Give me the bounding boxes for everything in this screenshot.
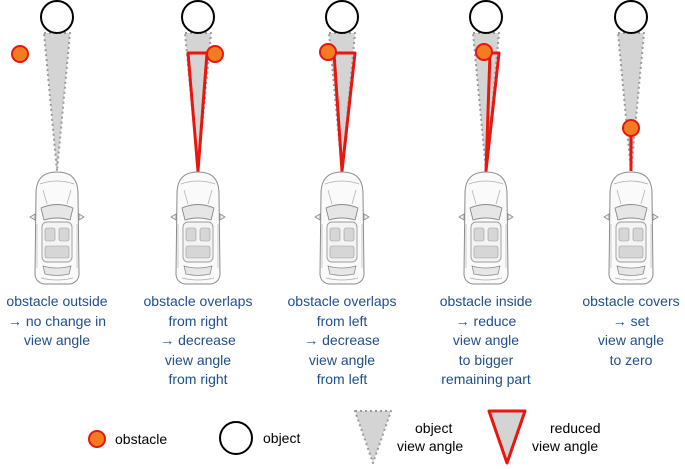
car — [170, 171, 226, 285]
legend-object-view-angle-label: object view angle — [397, 419, 463, 455]
legend-object-view-angle-icon — [354, 410, 392, 464]
caption-line: → decrease — [160, 332, 236, 348]
caption-line: view angle — [597, 332, 665, 348]
obstacle-marker — [319, 43, 337, 61]
legend-label-line: view angle — [532, 438, 599, 454]
caption-obstacle-overlaps-right: obstacle overlaps from right → decrease … — [128, 292, 268, 390]
legend — [88, 409, 527, 465]
scenario-outside — [11, 0, 85, 285]
reduced-view-angle — [332, 51, 357, 173]
caption-line: view angle — [452, 332, 520, 348]
scenario-inside — [458, 0, 514, 285]
legend-object-icon — [219, 421, 253, 455]
scenario-overlap-left — [314, 0, 370, 285]
caption-obstacle-outside: obstacle outside → no change in view ang… — [0, 292, 127, 351]
caption-line: from left — [316, 312, 368, 329]
obstacle-marker — [475, 43, 493, 61]
object-circle — [181, 0, 215, 34]
caption-line: → decrease — [304, 332, 380, 348]
caption-line: from right — [168, 371, 228, 387]
caption-line: obstacle outside — [6, 293, 108, 309]
caption-line: view angle — [308, 351, 376, 368]
car — [458, 171, 514, 285]
caption-line: → no change in — [7, 312, 107, 329]
object-view-angle — [617, 32, 645, 172]
legend-label-line: object — [415, 420, 453, 436]
obstacle-marker — [206, 45, 224, 63]
caption-line: obstacle overlaps — [143, 293, 253, 309]
caption-line: from left — [316, 371, 368, 387]
legend-object-label: object — [263, 430, 301, 446]
car — [314, 171, 370, 285]
scenario-covers — [603, 0, 659, 285]
caption-line: remaining part — [441, 371, 531, 387]
caption-line: to bigger — [458, 351, 514, 368]
object-circle — [469, 0, 503, 34]
caption-obstacle-covers: obstacle covers → set view angle to zero — [561, 292, 685, 370]
object-view-angle — [43, 32, 71, 172]
caption-line: view angle — [23, 332, 91, 348]
car — [29, 171, 85, 285]
caption-line: from right — [168, 312, 228, 329]
legend-label-line: view angle — [397, 438, 464, 454]
object-circle — [325, 0, 359, 34]
caption-line: obstacle inside — [439, 293, 533, 309]
object-circle — [40, 0, 74, 34]
caption-obstacle-inside: obstacle inside → reduce view angle to b… — [416, 292, 556, 390]
caption-obstacle-overlaps-left: obstacle overlaps from left → decrease v… — [272, 292, 412, 390]
caption-line: to zero — [609, 351, 653, 368]
legend-reduced-view-angle-label: reduced view angle — [532, 419, 601, 455]
caption-line: obstacle covers — [582, 293, 680, 309]
caption-line: → set — [612, 312, 650, 329]
scenario-overlap-right — [170, 0, 226, 285]
legend-reduced-view-angle-icon — [487, 409, 527, 465]
caption-line: view angle — [164, 351, 232, 368]
legend-label-line: reduced — [550, 420, 601, 436]
car — [603, 171, 659, 285]
reduced-view-angle — [484, 51, 501, 173]
legend-obstacle-label: obstacle — [115, 431, 168, 447]
caption-line: obstacle overlaps — [287, 293, 397, 309]
caption-line: → reduce — [455, 312, 517, 329]
obstacle-marker — [622, 119, 640, 137]
legend-obstacle-icon — [88, 430, 106, 448]
object-circle — [614, 0, 648, 34]
reduced-view-angle — [186, 51, 209, 173]
obstacle-marker — [11, 45, 29, 63]
